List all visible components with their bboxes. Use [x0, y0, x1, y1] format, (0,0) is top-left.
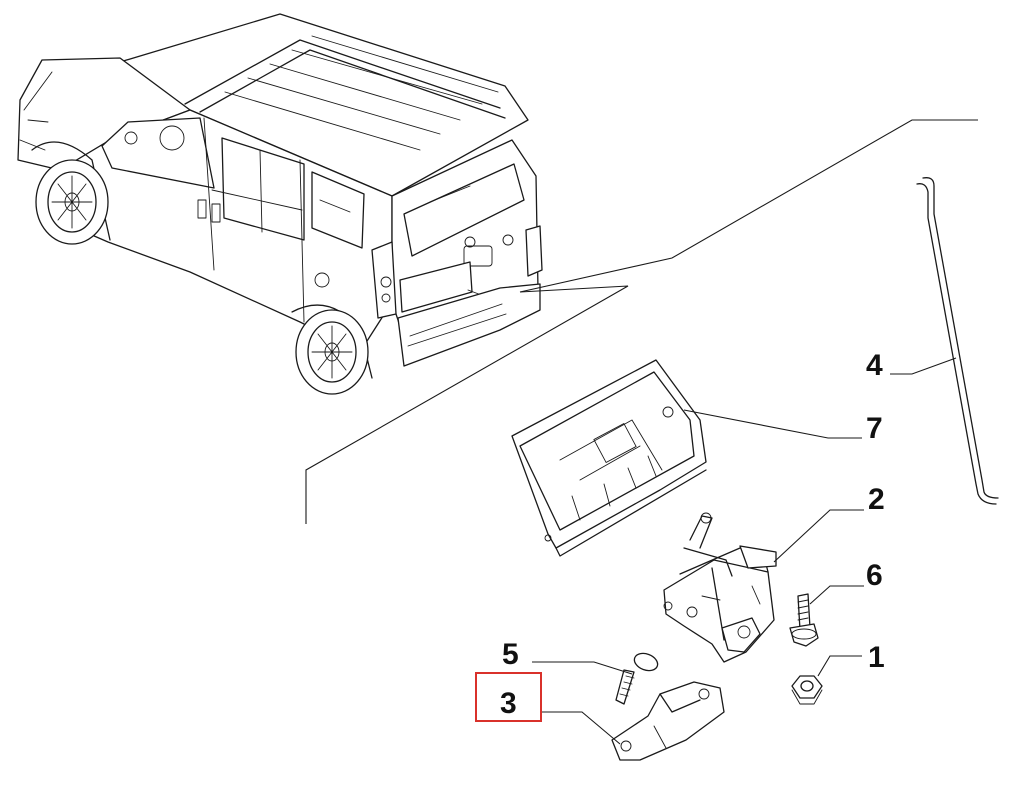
- part-1-nut: [791, 675, 823, 705]
- leader-line-4: [890, 357, 957, 375]
- callout-3-highlight: [475, 672, 542, 722]
- van-illustration: [17, 13, 543, 395]
- callout-label-6: 6: [866, 559, 883, 592]
- callout-label-7: 7: [866, 412, 883, 445]
- part-6-bolt: [789, 593, 819, 647]
- callout-label-3: 3: [500, 687, 517, 720]
- leader-lines: [532, 357, 957, 745]
- part-7-cover: [511, 359, 707, 557]
- leader-line-5: [532, 661, 633, 675]
- leader-line-7: [683, 409, 862, 439]
- part-2-latch: [663, 512, 777, 663]
- callout-label-5: 5: [502, 638, 519, 671]
- leader-line-6: [809, 585, 864, 605]
- callout-label-1: 1: [868, 641, 885, 674]
- callout-label-2: 2: [868, 483, 885, 516]
- part-3-striker: [611, 681, 725, 761]
- leader-line-3: [542, 711, 621, 745]
- part-5-screw: [615, 652, 659, 705]
- leader-line-2: [773, 509, 864, 563]
- leader-line-1: [817, 655, 862, 677]
- part-4-rod: [916, 177, 999, 505]
- callouts: 1 2 3 4 5 6 7: [475, 349, 885, 722]
- zoom-frame-lines: [305, 119, 978, 524]
- callout-label-4: 4: [866, 349, 883, 382]
